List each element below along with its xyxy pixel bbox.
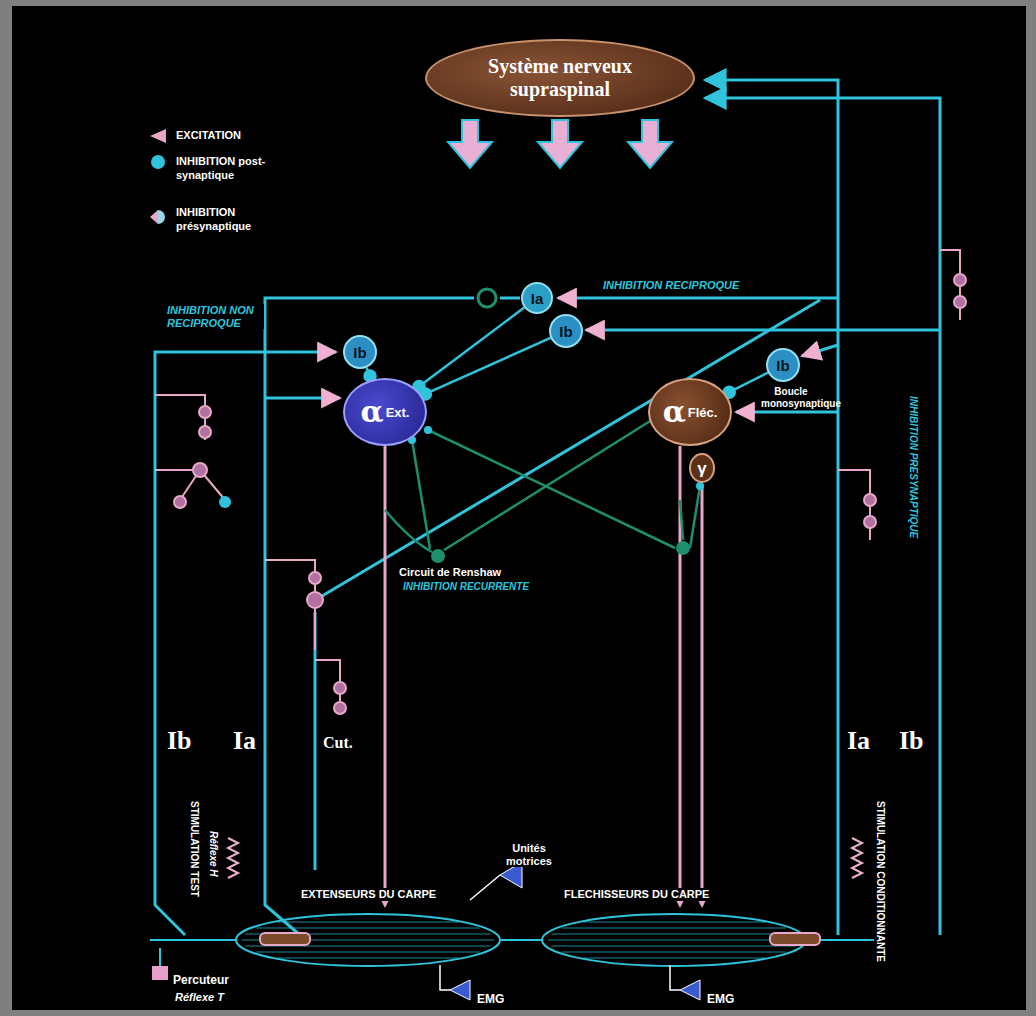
supraspinal-ellipse: Système nerveux supraspinal	[425, 39, 695, 117]
legend-entry: INHIBITION présynaptique	[176, 206, 276, 234]
inhibitory-connector	[425, 338, 550, 394]
legend-text: INHIBITION post-synaptique	[176, 155, 265, 181]
node-text: Fléc.	[688, 406, 718, 419]
alpha-motoneuron: αFléc.	[648, 378, 732, 446]
vertical-label: STIMULATION TEST	[189, 800, 201, 898]
diagram-label: Réflexe T	[174, 991, 225, 1004]
node-text: Ext.	[386, 406, 410, 419]
diagram-label: EMG	[706, 993, 735, 1007]
ib-interneuron: Ib	[549, 314, 583, 348]
vertical-label: INHIBITION PRESYNAPTIQUE	[908, 395, 920, 539]
diagram-label: Percuteur	[172, 974, 230, 988]
gamma-motoneuron: γ	[689, 453, 715, 483]
node-text: Ib	[353, 345, 366, 360]
alpha-motoneuron: αExt.	[343, 378, 427, 446]
diagram-label: EXTENSEURS DU CARPE	[300, 888, 437, 901]
diagram-label: Ia	[232, 726, 257, 756]
diagram-label: Ib	[166, 726, 193, 756]
node-text: Ia	[531, 291, 544, 306]
node-text: α	[361, 397, 384, 427]
ia-interneuron: Ia	[521, 282, 553, 314]
diagram-label: Circuit de Renshaw	[398, 566, 502, 579]
inhibitory-connector	[367, 368, 371, 376]
vertical-label: Réflexe H	[208, 830, 220, 878]
diagram-label: Ia	[846, 726, 871, 756]
node-text: γ	[697, 460, 706, 477]
diagram-label: Unités motrices	[488, 842, 570, 867]
diagram-label: INHIBITION RECURRENTE	[402, 581, 530, 593]
ib-interneuron: Ib	[766, 348, 800, 382]
diagram-label: INHIBITION RECIPROQUE	[602, 279, 740, 292]
inhibitory-connector	[419, 308, 524, 387]
node-text: α	[663, 397, 686, 427]
legend-entry: EXCITATION	[176, 129, 316, 143]
legend-entry: INHIBITION post-synaptique	[176, 155, 276, 183]
diagram-label: EMG	[476, 993, 505, 1007]
diagram-label: Ib	[898, 726, 925, 756]
node-text: Ib	[559, 324, 572, 339]
legend-text: EXCITATION	[176, 129, 241, 141]
diagram-label: INHIBITION NON RECIPROQUE	[166, 304, 264, 329]
legend-text: INHIBITION présynaptique	[176, 206, 251, 232]
diagram-label: FLECHISSEURS DU CARPE	[563, 888, 710, 901]
ib-interneuron: Ib	[343, 335, 377, 369]
diagram-label: Cut.	[322, 734, 354, 752]
node-text: Système nerveux supraspinal	[465, 55, 655, 101]
diagram-label: Boucle monosynaptique	[760, 386, 822, 409]
vertical-label: STIMULATION CONDITIONNANTE	[875, 800, 887, 963]
node-text: Ib	[776, 358, 789, 373]
